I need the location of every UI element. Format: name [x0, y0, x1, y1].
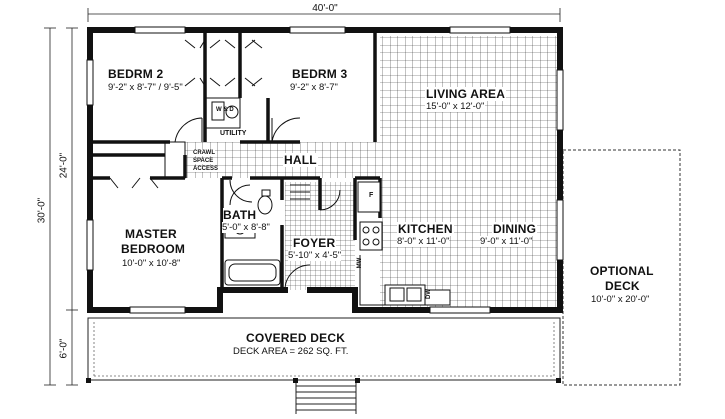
windows: [86, 26, 564, 314]
crawl-space-label-1: CRAWL: [193, 150, 215, 156]
covered-deck-name: COVERED DECK: [246, 331, 346, 345]
living-name: LIVING AREA: [425, 87, 507, 101]
crawl-space-label-2: SPACE: [193, 158, 214, 164]
living-size: 15'-0" x 12'-0": [425, 101, 486, 112]
covered-deck-area: DECK AREA = 262 SQ. FT.: [233, 346, 349, 357]
bedroom2-name: BEDRM 2: [108, 67, 164, 81]
crawl-space-label-3: ACCESS: [193, 166, 219, 172]
hall-label: HALL: [283, 153, 318, 167]
bedroom2-size: 9'-2" x 8'-7" / 9'-5": [108, 82, 183, 93]
kitchen-size: 8'-0" x 11'-0": [397, 236, 450, 247]
living-tile-floor: [380, 36, 560, 308]
optional-deck-size: 10'-0" x 20'-0": [591, 294, 650, 305]
bath-size: 5'-0" x 8'-8": [222, 222, 270, 233]
dimension-lines: [44, 8, 561, 386]
covered-deck: [87, 317, 561, 414]
washer-dryer: [211, 101, 239, 121]
overall-width-dimension: 40'-0": [312, 3, 338, 14]
closet-doors: [109, 39, 341, 291]
optional-deck-name-line2: DECK: [605, 279, 640, 293]
master-name-line1: MASTER: [125, 227, 177, 241]
house-depth-dimension: 24'-0": [58, 152, 70, 179]
foyer-name: FOYER: [292, 236, 337, 250]
bedroom3-size: 9'-2" x 8'-7": [290, 82, 338, 93]
dining-size: 9'-0" x 11'-0": [480, 236, 533, 247]
utility-label: UTILITY: [220, 130, 247, 137]
kitchen-fixtures: [357, 181, 451, 306]
foyer-size: 5'-10" x 4'-5": [288, 250, 342, 261]
bath-fixtures: [224, 189, 281, 286]
deck-depth-dimension: 6'-0": [58, 338, 70, 359]
bedroom3-name: BEDRM 3: [292, 67, 348, 81]
deck-posts: [86, 378, 561, 383]
dining-name: DINING: [492, 222, 538, 236]
hall-tile-floor: [185, 142, 380, 178]
washer-dryer-label: W & D: [216, 107, 234, 113]
fridge-label: F: [369, 192, 374, 199]
optional-deck-name-line1: OPTIONAL: [590, 264, 654, 278]
kitchen-name: KITCHEN: [397, 222, 454, 236]
master-name-line2: BEDROOM: [121, 242, 186, 256]
microwave-label: MW: [357, 257, 363, 269]
dishwasher-label: DW: [426, 289, 432, 299]
master-size: 10'-0" x 10'-8": [122, 258, 181, 269]
overall-depth-dimension: 30'-0": [36, 197, 48, 224]
bath-name: BATH: [223, 208, 257, 222]
